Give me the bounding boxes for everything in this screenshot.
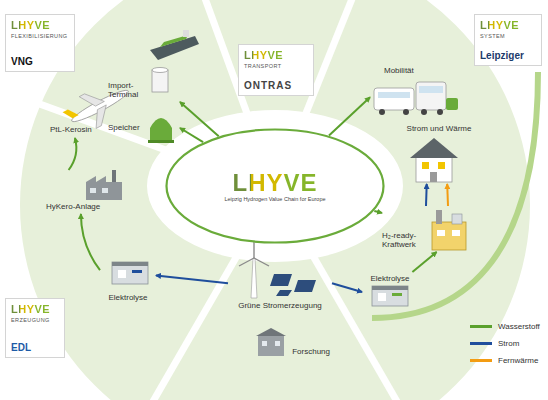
partner-box: LHYVEERZEUGUNG EDL — [5, 298, 65, 358]
factory-icon — [86, 170, 122, 200]
electrolyser-icon — [112, 262, 148, 284]
brand-logo: LHYVE — [480, 19, 519, 32]
flow-arrow — [412, 252, 436, 272]
node-label: Forschung — [292, 347, 330, 356]
brand-logo: LHYVE — [244, 49, 283, 62]
flow-arrow — [81, 214, 100, 270]
partner-box: LHYVEFLEXIBILISIERUNG VNG — [5, 14, 75, 72]
legend-swatch — [470, 325, 492, 328]
solar-panel-icon — [270, 274, 316, 296]
node-label: PtL-Kerosin — [50, 125, 92, 134]
research-building-icon — [256, 328, 286, 356]
node-label: Import-Terminal — [108, 81, 148, 99]
company-name: EDL — [11, 342, 31, 354]
node-label: Grüne Stromerzeugung — [238, 301, 322, 310]
legend-row: Fernwärme — [470, 352, 540, 369]
center-ellipse: LHYVELeipzig Hydrogen Value Chain for Eu… — [165, 128, 385, 244]
legend-label: Wasserstoff — [498, 322, 540, 331]
value-chain-node: Import-Terminal — [108, 30, 198, 102]
value-chain-node: HyKero-Anlage — [44, 170, 126, 214]
value-chain-node: Elektrolyse — [100, 252, 156, 304]
area-label: FLEXIBILISIERUNG — [11, 33, 68, 39]
sector-ring — [20, 0, 530, 400]
flow-arrow — [329, 97, 370, 135]
flow-arrow — [446, 184, 449, 206]
brand-logo: LHYVE — [232, 170, 317, 195]
legend-row: Strom — [470, 335, 540, 352]
flow-arrow — [156, 275, 228, 283]
tagline: Leipzig Hydrogen Value Chain for Europe — [224, 196, 325, 202]
node-label: Speicher — [108, 123, 140, 132]
legend-row: Wasserstoff — [470, 318, 540, 335]
node-label: Mobilität — [384, 66, 414, 75]
value-chain-node: Grüne Stromerzeugung — [228, 248, 332, 312]
value-chain-node: Elektrolyse — [362, 272, 418, 312]
brand-logo: LHYVE — [11, 19, 50, 32]
node-label: Elektrolyse — [370, 274, 409, 283]
partner-box: LHYVETRANSPORT ONTRAS — [238, 44, 314, 96]
tank-icon — [152, 68, 168, 93]
partner-box: LHYVESYSTEM Leipziger — [474, 14, 542, 66]
area-label: SYSTEM — [480, 33, 505, 39]
value-chain-node: Speicher — [108, 112, 180, 144]
area-label: TRANSPORT — [244, 63, 281, 69]
node-label: HyKero-Anlage — [46, 202, 100, 211]
legend-swatch — [470, 342, 492, 345]
node-label: Strom und Wärme — [407, 124, 472, 133]
value-chain-node: Forschung — [256, 328, 332, 358]
node-label: Elektrolyse — [108, 293, 147, 302]
vehicles-icon — [374, 82, 458, 115]
flow-arrow — [374, 211, 382, 213]
company-name: ONTRAS — [244, 80, 292, 92]
flow-arrow — [69, 138, 77, 170]
value-chain-node: Strom und Wärme — [398, 124, 480, 184]
flow-arrow — [180, 128, 203, 142]
node-label: H₂-ready-Kraftwerk — [382, 231, 428, 249]
value-chain-node: PtL-Kerosin — [48, 88, 138, 138]
legend-swatch — [470, 359, 492, 362]
house-icon — [410, 138, 458, 182]
wind-turbine-icon — [239, 240, 269, 298]
legend-label: Strom — [498, 339, 519, 348]
flow-arrow — [425, 184, 428, 206]
value-chain-node: H₂-ready-Kraftwerk — [382, 206, 470, 252]
value-chain-node: Mobilität — [370, 66, 462, 118]
storage-icon — [148, 118, 174, 143]
company-name: Leipziger — [480, 50, 524, 62]
power-plant-icon — [432, 210, 466, 250]
legend: WasserstoffStromFernwärme — [470, 318, 540, 369]
legend-label: Fernwärme — [498, 356, 538, 365]
flow-arrow — [332, 283, 362, 292]
electrolyser-icon — [372, 286, 408, 306]
brand-logo: LHYVE — [11, 303, 50, 316]
ship-icon — [150, 30, 199, 60]
sector-gaps — [0, 0, 425, 400]
area-label: ERZEUGUNG — [11, 317, 50, 323]
company-name: VNG — [11, 56, 33, 68]
